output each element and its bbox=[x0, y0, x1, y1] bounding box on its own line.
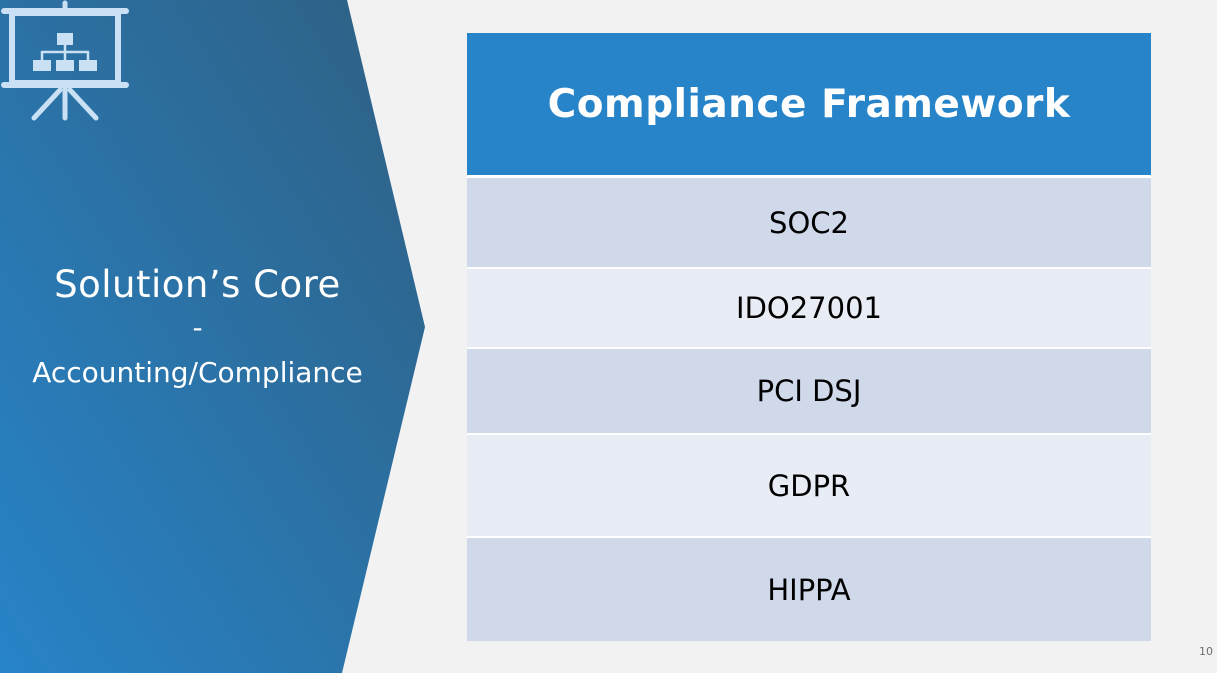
table-row: PCI DSJ bbox=[467, 347, 1151, 433]
side-subtitle: Accounting/Compliance bbox=[32, 356, 363, 389]
side-title: Solution’s Core bbox=[54, 263, 341, 306]
compliance-framework-table: Compliance Framework SOC2 IDO27001 PCI D… bbox=[467, 33, 1151, 641]
table-row: IDO27001 bbox=[467, 267, 1151, 347]
presentation-org-chart-icon bbox=[1, 0, 129, 121]
side-panel: Solution’s Core - Accounting/Compliance bbox=[0, 0, 430, 673]
page-number: 10 bbox=[1199, 645, 1213, 658]
table-row: SOC2 bbox=[467, 175, 1151, 267]
table-header: Compliance Framework bbox=[467, 33, 1151, 175]
table-row: GDPR bbox=[467, 433, 1151, 536]
side-panel-background bbox=[0, 0, 425, 673]
side-dash: - bbox=[192, 311, 203, 344]
table-row: HIPPA bbox=[467, 536, 1151, 641]
